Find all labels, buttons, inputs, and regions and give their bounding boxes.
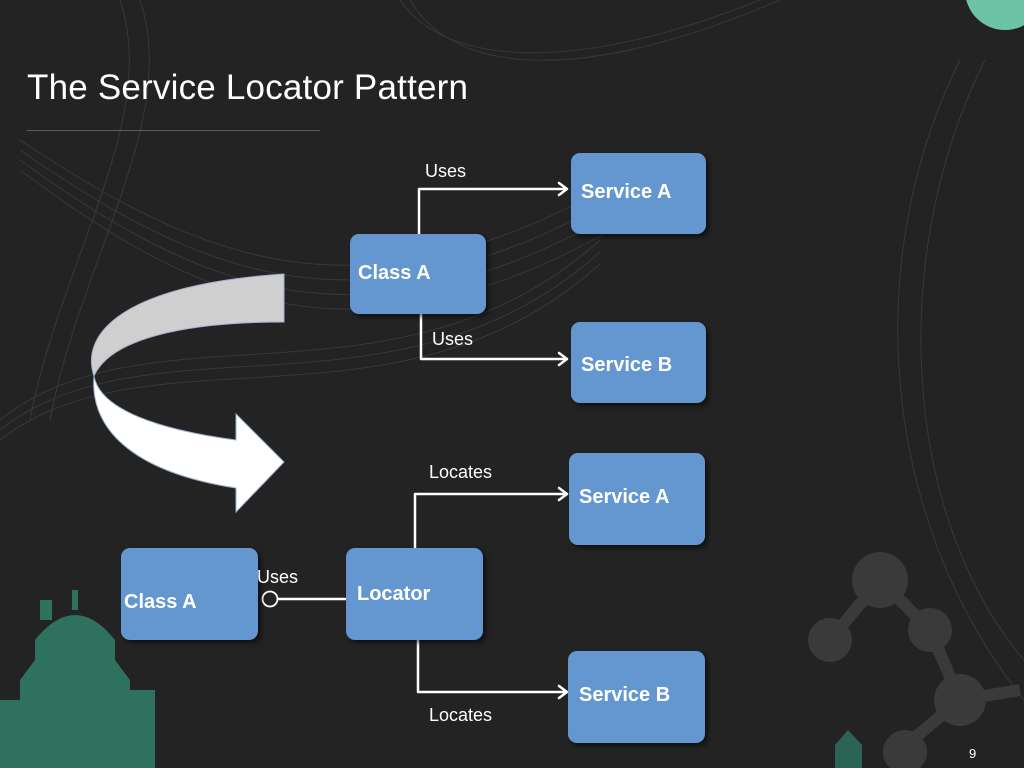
bottom-service-b-box: Service B bbox=[568, 651, 705, 743]
building-icon bbox=[0, 590, 155, 768]
locator-to-a-label: Locates bbox=[429, 462, 493, 482]
bottom-service-a-box: Service A bbox=[569, 453, 705, 545]
arrowhead-service-a bbox=[557, 181, 569, 197]
accent-circle bbox=[966, 0, 1024, 30]
edge-locator-to-service-a bbox=[413, 492, 568, 550]
background-curves bbox=[0, 0, 1024, 701]
arrowhead-locator-service-b bbox=[557, 684, 569, 700]
molecule-icon bbox=[808, 552, 1021, 768]
top-class-a-box: Class A bbox=[350, 234, 486, 314]
locator-to-b-label: Locates bbox=[429, 705, 493, 725]
curved-arrow-icon bbox=[90, 273, 285, 514]
locator-box: Locator bbox=[346, 548, 483, 640]
building-right-icon bbox=[835, 730, 862, 768]
slide-title: The Service Locator Pattern bbox=[27, 68, 469, 107]
bottom-class-a-box: Class A bbox=[121, 548, 258, 640]
top-service-b-box: Service B bbox=[571, 322, 706, 403]
arrowhead-locator-service-a bbox=[557, 486, 569, 502]
top-service-a-box: Service A bbox=[571, 153, 706, 234]
bottom-service-b-label: Service B bbox=[579, 684, 671, 706]
locator-label: Locator bbox=[357, 582, 431, 605]
interface-lollipop-icon bbox=[261, 590, 279, 608]
top-edge-a-label: Uses bbox=[425, 161, 467, 181]
arrowhead-service-b bbox=[557, 351, 569, 367]
top-service-a-label: Service A bbox=[581, 181, 672, 203]
title-underline bbox=[27, 130, 320, 131]
bottom-class-a-label: Class A bbox=[124, 590, 197, 613]
edge-class-a-to-service-a bbox=[417, 187, 568, 236]
top-service-b-label: Service B bbox=[581, 354, 673, 376]
edge-locator-to-service-b bbox=[416, 638, 568, 694]
class-to-locator-label: Uses bbox=[257, 567, 299, 587]
page-number: 9 bbox=[969, 746, 977, 761]
bottom-service-a-label: Service A bbox=[579, 485, 670, 508]
top-edge-b-label: Uses bbox=[432, 329, 474, 349]
top-class-a-label: Class A bbox=[358, 261, 431, 284]
edge-class-a-to-service-b bbox=[419, 312, 568, 361]
